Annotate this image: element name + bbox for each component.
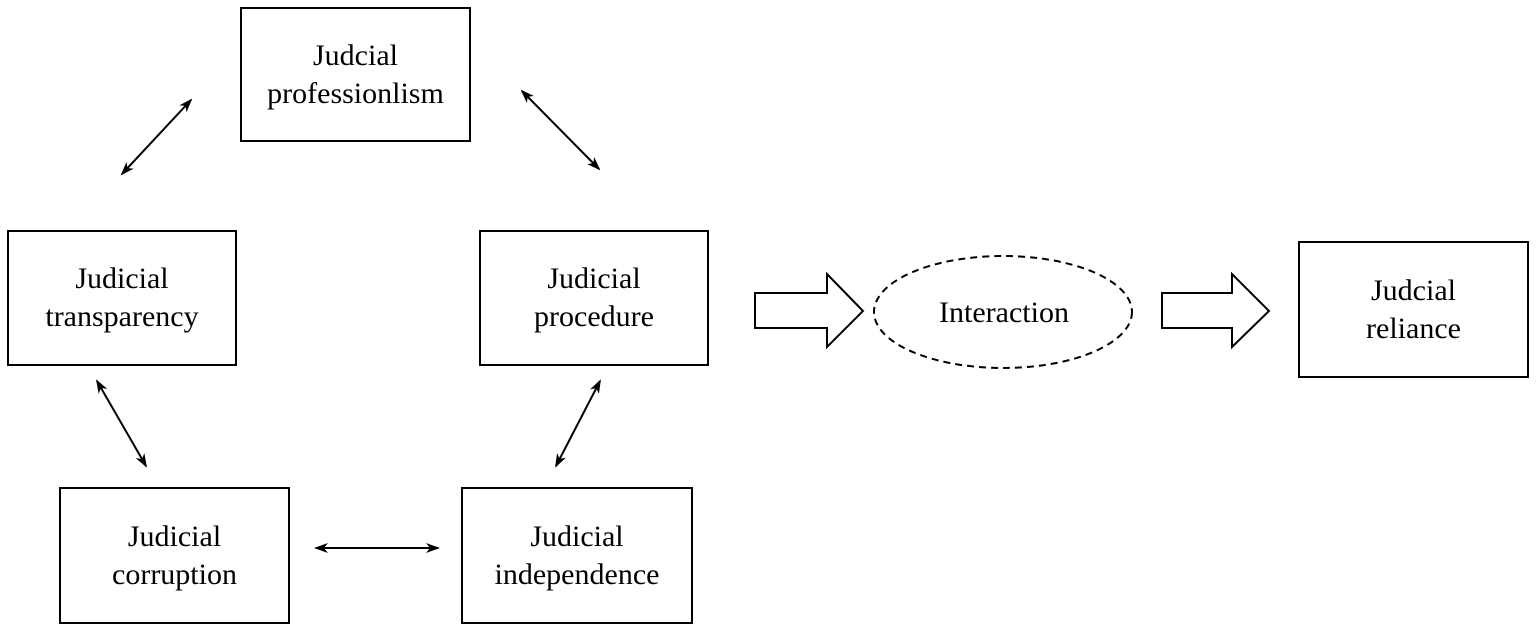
node-judicial-procedure: Judicial procedure (479, 230, 709, 366)
node-label-line2: corruption (112, 557, 237, 591)
node-label: Judicial corruption (112, 518, 237, 594)
arrow-transparency-corruption (96, 379, 147, 468)
node-judicial-corruption: Judicial corruption (59, 487, 290, 624)
arrow-transparency-professionalism (120, 98, 193, 176)
arrow-procedure-independence (555, 379, 601, 468)
node-label: Judicial independence (495, 518, 660, 594)
node-label-line1: Judcial (313, 38, 398, 72)
node-label-line1: Judicial (530, 519, 624, 553)
node-label-line2: procedure (534, 300, 654, 333)
node-label: Judicial procedure (534, 260, 654, 336)
node-label-line2: transparency (45, 300, 199, 333)
node-label-line1: Judicial (127, 519, 222, 553)
node-judicial-reliance: Judcial reliance (1298, 241, 1529, 378)
arrow-professionalism-procedure (520, 89, 601, 171)
block-arrow-procedure-interaction (754, 271, 865, 350)
node-interaction-label: Interaction (939, 295, 1069, 329)
node-label-line1: Judicial (75, 262, 169, 295)
node-label: Judcial professionlism (267, 37, 444, 113)
node-label: Judicial transparency (45, 260, 198, 336)
node-label-line2: professionlism (267, 76, 444, 110)
node-judicial-independence: Judicial independence (461, 487, 693, 624)
interaction-ellipse (873, 255, 1133, 369)
node-label-line1: Judcial (1371, 273, 1456, 307)
block-arrow-interaction-reliance (1161, 271, 1271, 350)
node-label: Judcial reliance (1366, 272, 1461, 348)
node-label-line2: independence (494, 557, 660, 591)
node-judicial-transparency: Judicial transparency (7, 230, 237, 366)
node-label-line1: Judicial (547, 262, 641, 295)
node-judicial-professionalism: Judcial professionlism (240, 7, 471, 142)
node-label-line2: reliance (1366, 311, 1461, 345)
